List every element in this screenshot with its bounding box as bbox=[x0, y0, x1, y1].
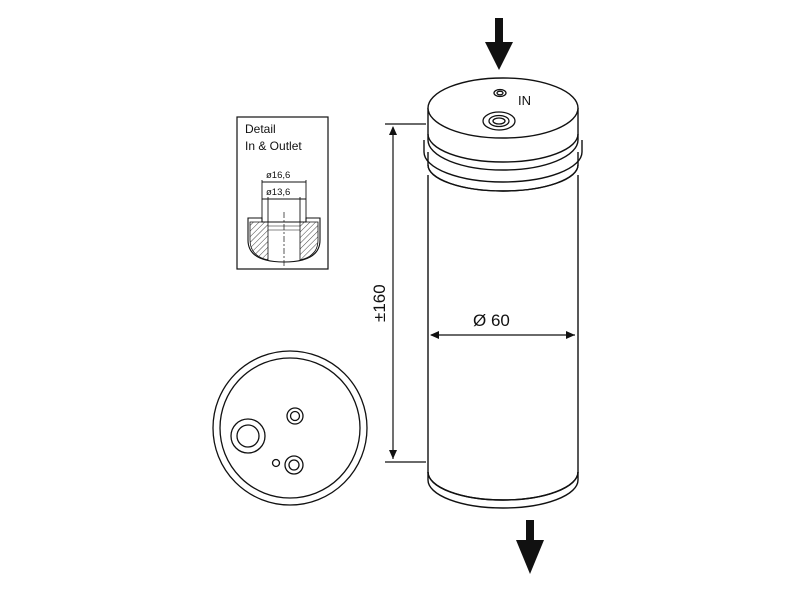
inlet-label: IN bbox=[518, 93, 531, 108]
detail-box: Detail In & Outlet ø16,6 ø13,6 bbox=[236, 116, 329, 270]
height-dimension bbox=[385, 123, 426, 463]
top-view bbox=[212, 350, 368, 506]
diameter-dimension-label: Ø 60 bbox=[473, 311, 510, 330]
detail-title: Detail bbox=[245, 122, 276, 136]
drier-cylinder bbox=[423, 77, 583, 509]
inner-diameter-label: ø13,6 bbox=[266, 187, 290, 198]
height-dimension-label: ±160 bbox=[370, 284, 389, 322]
lower-port-circle bbox=[284, 455, 304, 475]
outer-diameter-label: ø16,6 bbox=[266, 170, 290, 181]
inflow-arrow-icon bbox=[485, 18, 513, 70]
outflow-arrow-icon bbox=[516, 520, 544, 574]
upper-small-port-circle bbox=[286, 407, 304, 425]
tiny-port-circle bbox=[271, 458, 281, 468]
large-port-circle bbox=[230, 418, 266, 454]
small-port bbox=[493, 88, 507, 98]
detail-subtitle: In & Outlet bbox=[245, 139, 302, 153]
inlet-port bbox=[482, 111, 516, 131]
